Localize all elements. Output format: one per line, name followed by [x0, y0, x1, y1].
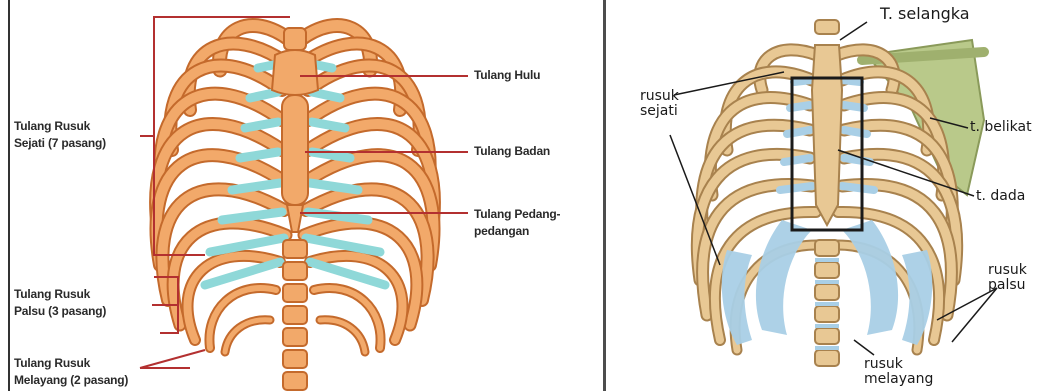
label-tulang-hulu: Tulang Hulu [474, 67, 540, 84]
label-t-belikat: t. belikat [970, 120, 1032, 135]
label-tulang-rusuk-sejati: Tulang Rusuk Sejati (7 pasang) [14, 118, 106, 152]
label-t-dada: t. dada [976, 189, 1025, 204]
label-line: rusuk [640, 89, 679, 104]
label-line: Palsu (3 pasang) [14, 303, 106, 320]
label-line: Tulang Rusuk [14, 286, 106, 303]
label-line: Sejati (7 pasang) [14, 135, 106, 152]
label-line: Tulang Rusuk [14, 118, 106, 135]
panel-divider [603, 0, 606, 391]
label-line: melayang [864, 372, 933, 387]
left-rib-cage-drawing [156, 26, 434, 390]
leader-rusuk-palsu-b [952, 288, 997, 342]
label-line: sejati [640, 104, 679, 119]
left-rib-cage-illustration [0, 0, 600, 391]
label-t-selangka: T. selangka [880, 6, 970, 21]
label-rusuk-sejati: rusuk sejati [640, 89, 679, 119]
label-tulang-rusuk-melayang: Tulang Rusuk Melayang (2 pasang) [14, 355, 128, 389]
label-tulang-rusuk-palsu: Tulang Rusuk Palsu (3 pasang) [14, 286, 106, 320]
label-rusuk-palsu: rusuk palsu [988, 263, 1027, 293]
label-line: Tulang Rusuk [14, 355, 128, 372]
label-line: Tulang Pedang- [474, 206, 560, 223]
label-line: Melayang (2 pasang) [14, 372, 128, 389]
spine-shape [283, 240, 307, 390]
left-rib-cage-diagram: Tulang Hulu Tulang Badan Tulang Pedang- … [0, 0, 600, 391]
label-tulang-badan: Tulang Badan [474, 143, 550, 160]
leader-t-selangka [840, 22, 867, 40]
right-rib-cage-diagram: T. selangka rusuk sejati t. belikat t. d… [612, 0, 1052, 391]
label-line: pedangan [474, 223, 560, 240]
leader-rusuk-melayang-a [140, 350, 205, 368]
label-line: rusuk [864, 357, 933, 372]
sternum-shape [812, 45, 842, 225]
label-line: palsu [988, 278, 1027, 293]
label-rusuk-melayang: rusuk melayang [864, 357, 933, 387]
label-line: rusuk [988, 263, 1027, 278]
leader-rusuk-melayang [854, 340, 874, 355]
label-tulang-pedang-pedangan: Tulang Pedang- pedangan [474, 206, 560, 240]
